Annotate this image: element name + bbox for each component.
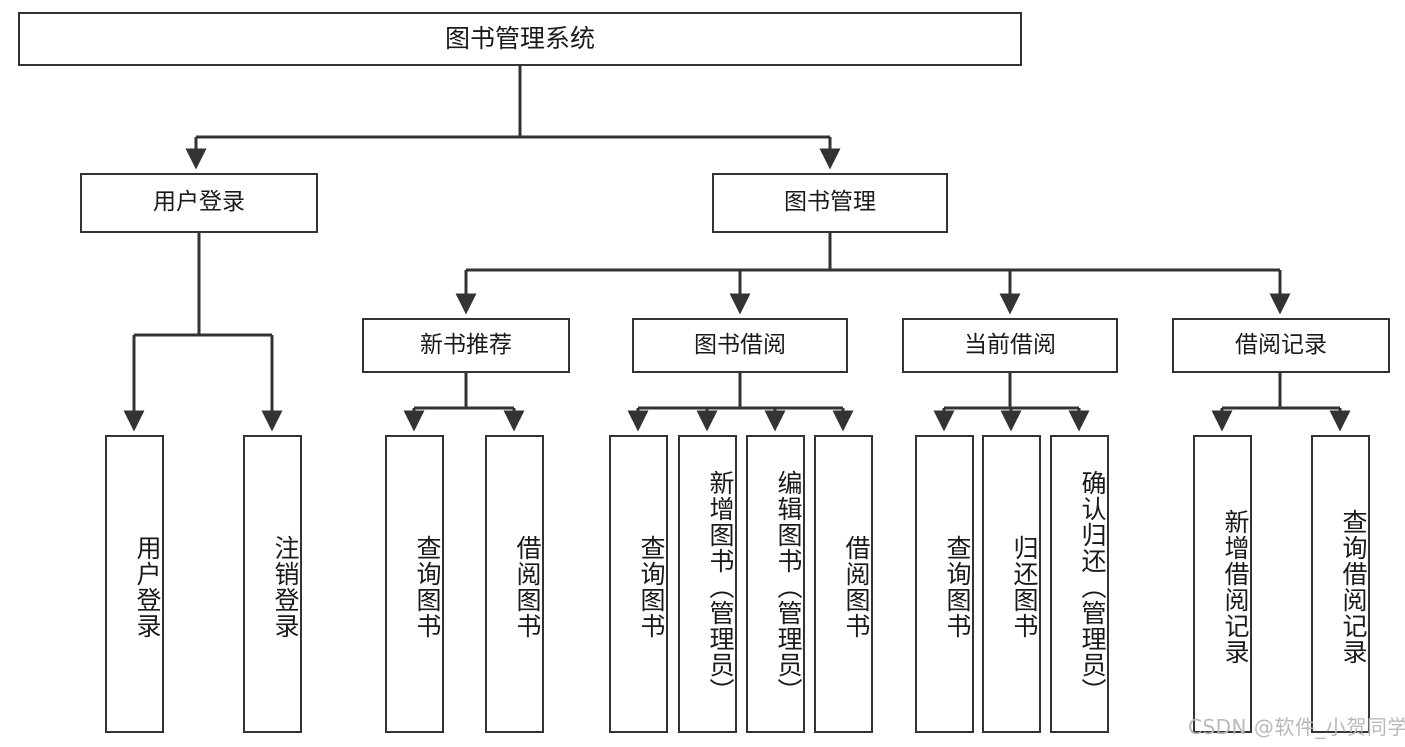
node-leaf-user-login[interactable]: 用户登录 (105, 435, 164, 733)
node-root[interactable]: 图书管理系统 (18, 12, 1022, 66)
node-leaf-query-borrow-record-label: 查询借阅记录 (1339, 509, 1368, 665)
node-new-book-recommend[interactable]: 新书推荐 (362, 318, 570, 373)
node-leaf-add-borrow-record-label: 新增借阅记录 (1221, 509, 1250, 665)
node-new-book-recommend-label: 新书推荐 (420, 331, 512, 358)
node-leaf-add-book-label: 新增图书（管理员） (706, 470, 735, 704)
node-root-label: 图书管理系统 (444, 24, 595, 54)
node-leaf-edit-book[interactable]: 编辑图书（管理员） (746, 435, 805, 733)
node-current-borrow[interactable]: 当前借阅 (902, 318, 1118, 373)
node-book-borrow[interactable]: 图书借阅 (632, 318, 848, 373)
node-leaf-query-book-2[interactable]: 查询图书 (609, 435, 668, 733)
node-current-borrow-label: 当前借阅 (964, 331, 1056, 358)
node-leaf-query-book-3[interactable]: 查询图书 (915, 435, 974, 733)
node-leaf-user-login-label: 用户登录 (133, 535, 162, 639)
node-leaf-return-book-label: 归还图书 (1010, 535, 1039, 639)
node-leaf-query-book-2-label: 查询图书 (637, 535, 666, 639)
node-leaf-query-borrow-record[interactable]: 查询借阅记录 (1311, 435, 1370, 733)
node-book-management-label: 图书管理 (784, 189, 876, 216)
node-user-login[interactable]: 用户登录 (80, 173, 318, 233)
node-leaf-borrow-book-2[interactable]: 借阅图书 (814, 435, 873, 733)
node-borrow-record-label: 借阅记录 (1235, 331, 1327, 358)
node-leaf-borrow-book-1[interactable]: 借阅图书 (485, 435, 544, 733)
node-leaf-borrow-book-1-label: 借阅图书 (513, 535, 542, 639)
node-leaf-return-book[interactable]: 归还图书 (982, 435, 1041, 733)
node-leaf-add-borrow-record[interactable]: 新增借阅记录 (1193, 435, 1252, 733)
node-leaf-edit-book-label: 编辑图书（管理员） (774, 470, 803, 704)
csdn-watermark: CSDN @软件_小贺同学 (1188, 715, 1405, 739)
node-leaf-query-book-1-label: 查询图书 (413, 535, 442, 639)
node-leaf-logout-login-label: 注销登录 (271, 535, 300, 639)
node-book-borrow-label: 图书借阅 (694, 331, 786, 358)
node-leaf-borrow-book-2-label: 借阅图书 (842, 535, 871, 639)
node-user-login-label: 用户登录 (153, 189, 245, 216)
node-leaf-add-book[interactable]: 新增图书（管理员） (678, 435, 737, 733)
node-leaf-query-book-3-label: 查询图书 (943, 535, 972, 639)
node-leaf-query-book-1[interactable]: 查询图书 (385, 435, 444, 733)
node-leaf-confirm-return[interactable]: 确认归还（管理员） (1050, 435, 1109, 733)
node-borrow-record[interactable]: 借阅记录 (1172, 318, 1390, 373)
node-book-management[interactable]: 图书管理 (712, 173, 948, 233)
node-leaf-confirm-return-label: 确认归还（管理员） (1078, 470, 1107, 704)
node-leaf-logout-login[interactable]: 注销登录 (243, 435, 302, 733)
